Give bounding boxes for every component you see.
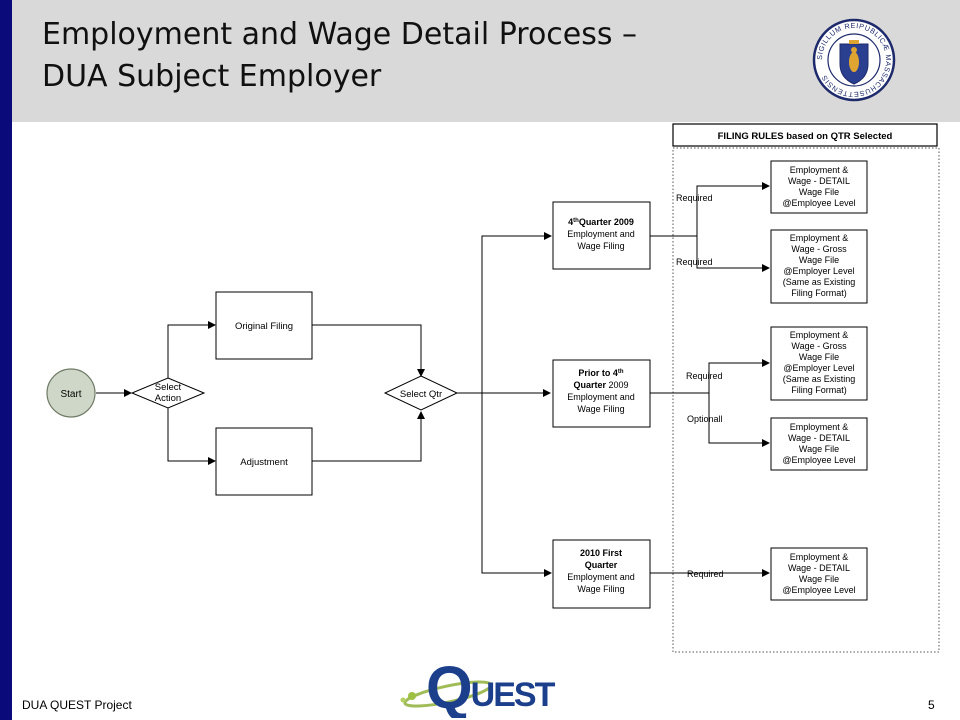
detail-file-3-line-3: Wage File	[799, 574, 839, 584]
original-filing-box	[215, 291, 313, 360]
select-action-line-2: Action	[155, 393, 181, 404]
gross-file-1-line-5: (Same as Existing	[783, 277, 856, 287]
gross-file-1-line-1: Employment &	[790, 233, 849, 243]
slide-header: Employment and Wage Detail Process – DUA…	[12, 0, 960, 122]
gross-file-2-line-4: @Employer Level	[783, 363, 854, 373]
q4-2009-line-1: 4thQuarter 2009	[568, 217, 634, 227]
first-2010-box	[552, 539, 651, 609]
select-qtr-label: Select Qtr	[400, 389, 442, 400]
left-accent-bar	[0, 0, 12, 720]
original-filing-label: Original Filing	[235, 321, 293, 332]
q4-2009-line-2: Employment and	[567, 229, 635, 239]
detail-file-box-1	[770, 160, 868, 214]
detail-file-box-2	[770, 417, 868, 471]
gross-file-1-line-3: Wage File	[799, 255, 839, 265]
detail-file-1-line-3: Wage File	[799, 187, 839, 197]
detail-file-1-line-1: Employment &	[790, 165, 849, 175]
gross-file-2-line-6: Filing Format)	[791, 385, 847, 395]
select-action-line-1: Select	[155, 382, 182, 393]
filing-rules-header-box	[672, 123, 938, 147]
filing-rules-header: FILING RULES based on QTR Selected	[718, 131, 893, 142]
gross-file-2-line-3: Wage File	[799, 352, 839, 362]
gross-file-1-line-6: Filing Format)	[791, 288, 847, 298]
detail-file-1-line-2: Wage - DETAIL	[788, 176, 850, 186]
footer-project-name: DUA QUEST Project	[22, 698, 132, 712]
slide-title: Employment and Wage Detail Process – DUA…	[42, 14, 637, 98]
adjustment-box	[215, 427, 313, 496]
select-action-decision	[130, 377, 206, 409]
select-qtr-decision	[383, 375, 459, 411]
adjustment-label: Adjustment	[240, 457, 288, 468]
filing-rules-region	[672, 147, 940, 653]
first-2010-line-2: Quarter	[585, 560, 618, 570]
gross-file-1-line-2: Wage - Gross	[791, 244, 847, 254]
first-2010-line-3: Employment and	[567, 572, 635, 582]
q4-2009-box	[552, 201, 651, 270]
detail-file-3-line-2: Wage - DETAIL	[788, 563, 850, 573]
gross-file-2-line-2: Wage - Gross	[791, 341, 847, 351]
label-required-3: Required	[686, 371, 723, 381]
title-line-1: Employment and Wage Detail Process –	[42, 17, 638, 52]
detail-file-3-line-1: Employment &	[790, 552, 849, 562]
prior-q4-line-1: Prior to 4th	[578, 368, 624, 378]
first-2010-line-4: Wage Filing	[577, 584, 624, 594]
detail-file-2-line-4: @Employee Level	[782, 455, 855, 465]
page-number: 5	[928, 698, 935, 712]
first-2010-line-1: 2010 First	[580, 548, 622, 558]
title-line-2: DUA Subject Employer	[42, 59, 382, 94]
label-required-2: Required	[676, 257, 713, 267]
gross-file-2-line-1: Employment &	[790, 330, 849, 340]
start-label: Start	[60, 389, 81, 400]
state-seal-icon: SIGILLUM REIPUBLICÆ MASSACHUSETTENSIS	[812, 18, 896, 102]
prior-q4-line-3: Employment and	[567, 392, 635, 402]
detail-file-2-line-2: Wage - DETAIL	[788, 433, 850, 443]
prior-q4-line-2: Quarter 2009	[573, 380, 628, 390]
gross-file-2-line-5: (Same as Existing	[783, 374, 856, 384]
gross-file-box-1	[770, 229, 868, 304]
gross-file-box-2	[770, 326, 868, 401]
detail-file-1-line-4: @Employee Level	[782, 198, 855, 208]
prior-q4-line-4: Wage Filing	[577, 404, 624, 414]
label-required-1: Required	[676, 193, 713, 203]
q4-2009-line-3: Wage Filing	[577, 241, 624, 251]
detail-file-3-line-4: @Employee Level	[782, 585, 855, 595]
detail-file-box-3	[770, 547, 868, 601]
prior-q4-box	[552, 359, 651, 428]
start-node	[46, 368, 96, 418]
quest-logo-text: QUEST	[426, 654, 556, 718]
detail-file-2-line-3: Wage File	[799, 444, 839, 454]
detail-file-2-line-1: Employment &	[790, 422, 849, 432]
label-required-4: Required	[687, 569, 724, 579]
label-optional: Optionall	[687, 414, 723, 424]
quest-logo: QUEST	[400, 654, 558, 718]
gross-file-1-line-4: @Employer Level	[783, 266, 854, 276]
